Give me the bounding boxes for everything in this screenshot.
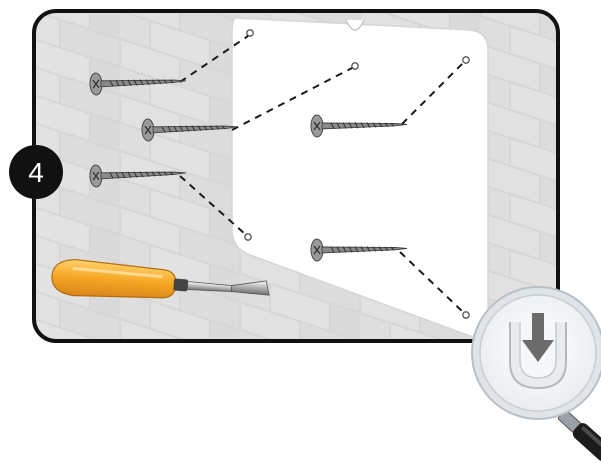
- guide-lines: [179, 35, 464, 313]
- magnifying-glass-icon: [471, 286, 601, 462]
- arrow-down-icon: [522, 313, 554, 362]
- plate-holes: [244, 29, 470, 319]
- screwdriver-icon: [51, 258, 270, 299]
- wall-panel: [34, 11, 558, 341]
- step-badge: 4: [9, 145, 63, 199]
- step-number: 4: [28, 157, 44, 188]
